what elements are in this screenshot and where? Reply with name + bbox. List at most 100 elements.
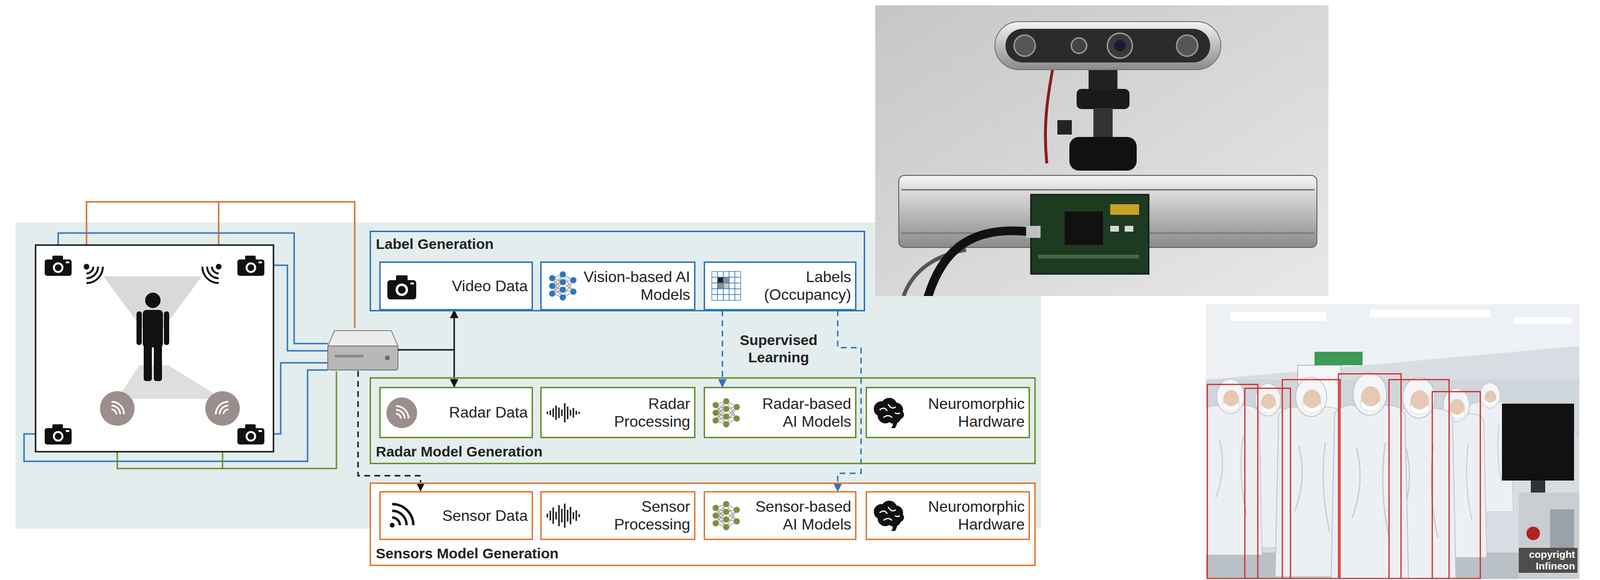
stage-band: Radar Model GenerationRadar DataRadar Pr… — [369, 377, 1036, 465]
radar-sensor-icon — [111, 409, 117, 415]
cleanroom-photo — [1389, 379, 1450, 579]
server-icon — [334, 354, 364, 358]
camera-radar-photo — [1005, 28, 1211, 63]
brain-icon — [895, 410, 905, 420]
network-node — [559, 294, 567, 301]
waveform-icon — [546, 411, 549, 415]
grid-cell — [711, 283, 718, 289]
wireless-sensor-icon — [86, 266, 99, 279]
radar-sensor-icon — [111, 401, 229, 415]
wireless-sensor-icon — [86, 266, 103, 284]
network-node — [723, 516, 730, 523]
box-label: Neuromorphic Hardware — [908, 395, 1025, 431]
network-node — [559, 286, 567, 294]
box-icon — [708, 268, 744, 304]
grid-cell — [734, 271, 741, 278]
box-icon — [549, 271, 577, 301]
radar-sensor-icon — [99, 391, 135, 426]
waveform-icon — [549, 410, 552, 416]
box-label: Sensor-based AI Models — [746, 497, 852, 534]
camera-radar-photo — [1014, 35, 1036, 57]
box-icon — [389, 504, 414, 528]
cleanroom-photo — [1330, 372, 1409, 580]
camera-radar-photo — [1088, 68, 1118, 90]
person-figure — [136, 292, 170, 382]
grid-cell — [717, 294, 724, 301]
grid-cell — [711, 271, 718, 278]
network-node — [723, 421, 730, 428]
cleanroom-photo — [1205, 304, 1580, 580]
radar-sensor-icon — [99, 391, 240, 426]
network-node — [712, 409, 720, 416]
box-label: Sensor Data — [421, 507, 528, 525]
box-icon — [384, 268, 420, 304]
process-box: Sensor-based AI Models — [703, 491, 857, 541]
wireless-sensor-icon — [84, 264, 89, 269]
network-node — [712, 417, 720, 424]
cleanroom-photo — [1432, 391, 1481, 579]
network-node — [733, 403, 741, 410]
box-label: Labels (Occupancy) — [746, 268, 852, 304]
brain-icon — [895, 513, 905, 522]
waveform-icon — [558, 407, 560, 419]
network-node — [723, 405, 730, 412]
camera-icon — [410, 282, 414, 285]
wireless-sensor-icon — [86, 266, 94, 274]
waveform-icon — [564, 503, 566, 528]
grid-cell — [723, 294, 730, 301]
camera-icon — [44, 255, 72, 276]
network-node — [733, 507, 741, 514]
network-node — [723, 413, 730, 420]
wireless-sensor-icon — [207, 266, 219, 279]
cleanroom-photo — [1338, 373, 1402, 579]
radar-sensor-icon — [111, 401, 125, 415]
grid-cell — [723, 277, 730, 284]
cleanroom-photo — [1518, 492, 1580, 580]
grid-cell — [717, 288, 724, 295]
blue-wire — [265, 362, 328, 435]
camera-radar-photo — [1026, 225, 1041, 238]
brain-fold — [879, 507, 900, 521]
person-figure — [143, 343, 152, 382]
cleanroom-photo — [1282, 379, 1340, 579]
room-outline — [35, 245, 274, 452]
waveform-icon — [575, 410, 578, 415]
grid-cell — [717, 271, 724, 278]
camera-icon — [237, 424, 265, 445]
waveform-icon — [570, 507, 572, 525]
grid-cell — [711, 294, 718, 301]
radar-icon — [386, 397, 418, 429]
box-label: Radar Data — [421, 403, 528, 422]
blue-wire — [24, 233, 328, 462]
grid-cell — [729, 271, 735, 278]
copyright-note: copyright Infineon — [1518, 547, 1578, 573]
camera-radar-photo — [1045, 69, 1053, 164]
brain-fold — [879, 404, 900, 418]
cleanroom-photo — [1230, 312, 1327, 322]
process-box: Neuromorphic Hardware — [865, 386, 1030, 439]
grid-cell — [729, 288, 735, 295]
process-box: Video Data — [379, 261, 534, 311]
box-label: Sensor Processing — [582, 497, 691, 534]
cleanroom-photo — [1369, 310, 1490, 318]
waveform-icon — [561, 508, 563, 523]
waveform-icon — [572, 408, 575, 418]
radar-wave — [396, 406, 409, 419]
camera-radar-photo — [1030, 194, 1149, 274]
grid-cell — [729, 277, 735, 284]
camera-radar-photo — [1176, 35, 1198, 57]
camera-radar-photo — [1107, 33, 1133, 59]
cleanroom-photo — [1550, 509, 1575, 548]
wireless-sensor-icon — [216, 264, 221, 269]
network-node — [559, 279, 567, 286]
wireless-wave — [392, 510, 407, 526]
box-label: Neuromorphic Hardware — [908, 497, 1025, 534]
camera-radar-photo — [1064, 211, 1104, 246]
grid-cell — [734, 294, 741, 301]
group-heading: Sensors Model Generation — [375, 545, 559, 563]
waveform-icon — [578, 514, 581, 518]
box-icon — [873, 397, 905, 429]
camera-radar-photo — [875, 5, 1329, 297]
flow-connector — [453, 310, 456, 387]
camera-radar-photo — [994, 21, 1221, 70]
